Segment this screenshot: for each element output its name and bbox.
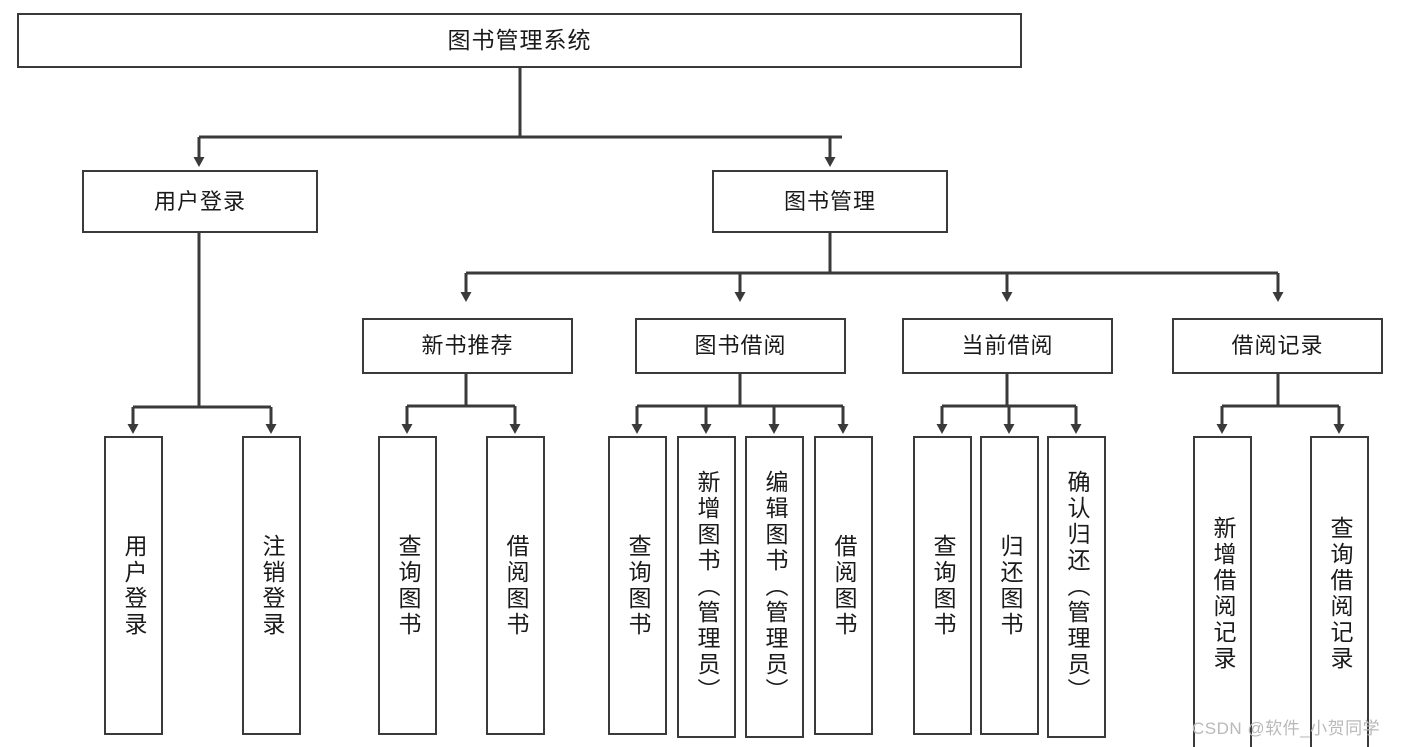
- node-label: 当前借阅: [961, 333, 1054, 359]
- node-label: 确认归还（管理员）: [1064, 470, 1090, 704]
- leaf-add-borrow-record[interactable]: 新增借阅记录: [1193, 436, 1252, 747]
- leaf-logout[interactable]: 注销登录: [242, 436, 301, 735]
- node-label: 用户登录: [153, 188, 246, 214]
- node-label: 借阅图书: [503, 533, 529, 638]
- node-label: 查询图书: [395, 533, 421, 638]
- node-current-borrowing[interactable]: 当前借阅: [902, 318, 1113, 374]
- node-label: 查询图书: [930, 533, 956, 638]
- leaf-search-books-recommend[interactable]: 查询图书: [378, 436, 437, 735]
- node-label: 归还图书: [997, 533, 1023, 638]
- leaf-return-books[interactable]: 归还图书: [980, 436, 1039, 735]
- node-new-book-recommendation[interactable]: 新书推荐: [362, 318, 573, 374]
- node-label: 用户登录: [121, 533, 147, 638]
- leaf-search-borrow-record[interactable]: 查询借阅记录: [1310, 436, 1369, 747]
- node-label: 图书管理系统: [447, 27, 592, 54]
- node-label: 图书管理: [783, 188, 876, 214]
- node-label: 查询借阅记录: [1327, 516, 1353, 672]
- leaf-borrow-books-recommend[interactable]: 借阅图书: [486, 436, 545, 735]
- node-label: 新增图书（管理员）: [694, 470, 720, 704]
- node-label: 编辑图书（管理员）: [762, 470, 788, 704]
- node-borrow-records[interactable]: 借阅记录: [1172, 318, 1383, 374]
- node-label: 图书借阅: [694, 333, 787, 359]
- node-book-borrow[interactable]: 图书借阅: [635, 318, 846, 374]
- node-root-library-system[interactable]: 图书管理系统: [17, 13, 1022, 68]
- leaf-user-login[interactable]: 用户登录: [104, 436, 163, 735]
- node-label: 查询图书: [625, 533, 651, 638]
- node-book-management[interactable]: 图书管理: [712, 170, 948, 233]
- node-label: 借阅图书: [831, 533, 857, 638]
- leaf-add-book-admin[interactable]: 新增图书（管理员）: [677, 436, 736, 738]
- node-label: 注销登录: [259, 533, 285, 638]
- node-user-login[interactable]: 用户登录: [82, 170, 318, 233]
- leaf-search-books-borrow[interactable]: 查询图书: [608, 436, 667, 735]
- node-label: 新增借阅记录: [1210, 516, 1236, 672]
- leaf-edit-book-admin[interactable]: 编辑图书（管理员）: [745, 436, 804, 738]
- leaf-confirm-return-admin[interactable]: 确认归还（管理员）: [1047, 436, 1106, 738]
- leaf-borrow-books[interactable]: 借阅图书: [814, 436, 873, 735]
- leaf-search-books-current[interactable]: 查询图书: [913, 436, 972, 735]
- node-label: 借阅记录: [1231, 333, 1324, 359]
- node-label: 新书推荐: [421, 333, 514, 359]
